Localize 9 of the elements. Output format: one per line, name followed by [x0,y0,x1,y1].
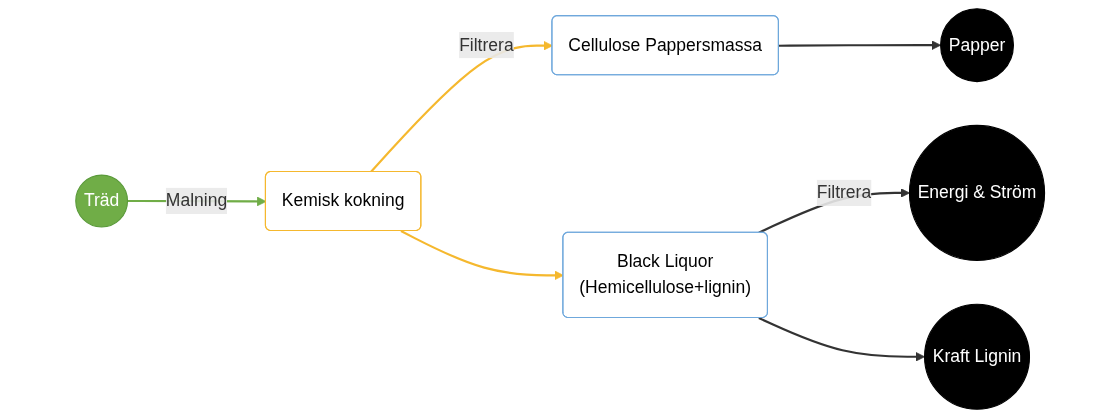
arrow [778,40,941,50]
node-circle: Papper [939,8,1014,83]
node-circle: Kraft Lignin [923,303,1030,410]
edge-label: Malning [165,191,227,210]
edge-label: Filtrera [816,183,871,202]
node-circle: Energi & Ström [908,124,1045,262]
node-circle: Träd [75,174,128,228]
edge-label: Filtrera [458,35,514,54]
arrow [758,317,925,362]
